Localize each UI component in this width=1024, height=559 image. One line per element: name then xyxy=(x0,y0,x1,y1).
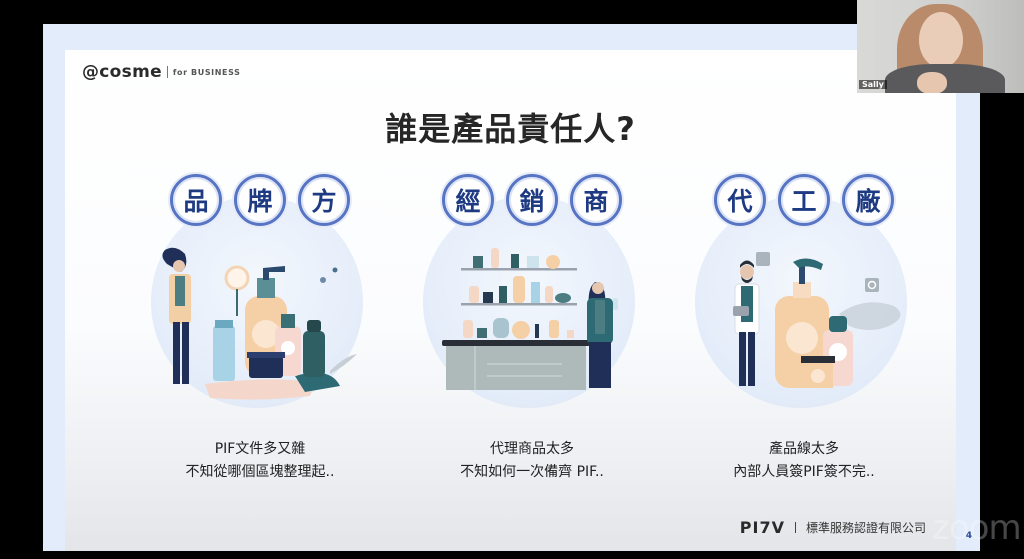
company-name: 標準服務認證有限公司 xyxy=(805,521,926,535)
caption-line: 代理商品太多 xyxy=(490,441,574,457)
brand-subtitle: for BUSINESS xyxy=(172,67,241,77)
char-badge: 商 xyxy=(570,174,622,226)
participant-video-tile[interactable]: Sally xyxy=(857,0,1024,93)
slide-title: 誰是產品責任人? xyxy=(385,110,636,148)
caption-line: 產品線太多 xyxy=(769,441,839,457)
distributor-store-illustration-icon xyxy=(442,248,618,390)
brand-owner-illustration-icon xyxy=(162,247,357,400)
char-badge: 方 xyxy=(298,174,350,226)
video-face xyxy=(919,12,963,68)
slide-footer: PI7V 標準服務認證有限公司 xyxy=(740,518,926,537)
manufacturer-illustration-icon xyxy=(733,252,901,388)
pifv-logo: PI7V xyxy=(739,518,785,537)
char-badge: 牌 xyxy=(234,174,286,226)
badge-group: 品 牌 方 xyxy=(145,174,375,226)
caption: PIF文件多又雜 不知從哪個區塊整理起.. xyxy=(125,438,395,484)
char-badge: 經 xyxy=(442,174,494,226)
divider xyxy=(166,66,168,78)
page-number: 4 xyxy=(965,531,972,541)
cosme-logo: @cosme xyxy=(82,62,162,82)
char-badge: 品 xyxy=(170,174,222,226)
char-badge: 廠 xyxy=(842,174,894,226)
char-badge: 銷 xyxy=(506,174,558,226)
video-hand xyxy=(917,72,947,93)
caption: 產品線太多 內部人員簽PIF簽不完.. xyxy=(669,438,939,484)
caption-line: 內部人員簽PIF簽不完.. xyxy=(733,464,875,480)
caption-line: PIF文件多又雜 xyxy=(214,441,306,457)
presentation-slide: @cosme for BUSINESS 誰是產品責任人? 品 牌 方 xyxy=(43,24,980,551)
caption: 代理商品太多 不知如何一次備齊 PIF.. xyxy=(397,438,667,484)
slide-content: @cosme for BUSINESS 誰是產品責任人? 品 牌 方 xyxy=(65,50,956,551)
brand-header: @cosme for BUSINESS xyxy=(82,62,241,82)
badge-group: 經 銷 商 xyxy=(417,174,647,226)
caption-line: 不知從哪個區塊整理起.. xyxy=(185,464,335,480)
char-badge: 代 xyxy=(714,174,766,226)
zoom-watermark: zoom xyxy=(932,508,1022,548)
participant-name-label: Sally xyxy=(859,80,887,89)
divider xyxy=(794,522,796,533)
caption-line: 不知如何一次備齊 PIF.. xyxy=(460,464,604,480)
char-badge: 工 xyxy=(778,174,830,226)
badge-group: 代 工 廠 xyxy=(689,174,919,226)
